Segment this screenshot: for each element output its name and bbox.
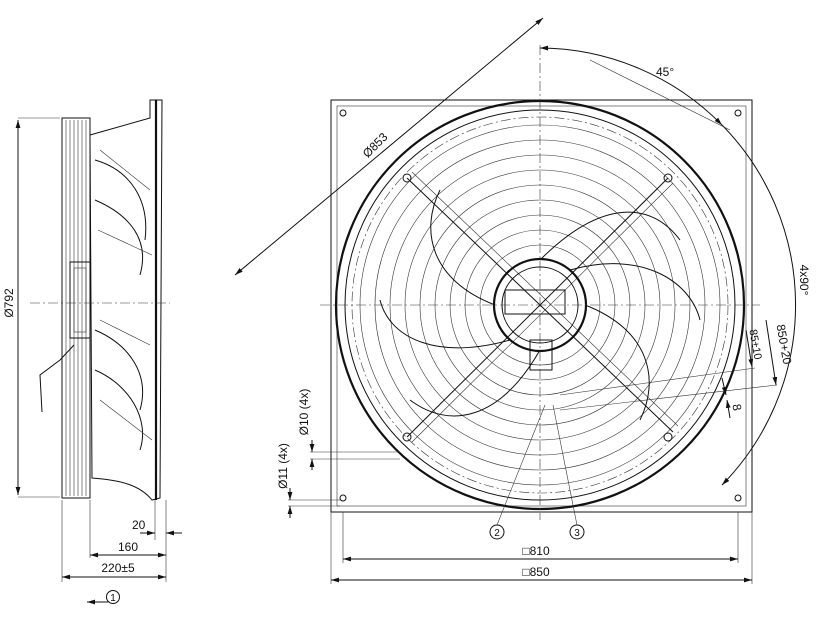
front-view: Ø853 45° 4x90° 850+20 85±10 8 Ø10 (4x) Ø… (234, 17, 811, 584)
hole-11-label: Ø11 (4x) (276, 443, 290, 489)
diameter-792-label: Ø792 (2, 288, 16, 318)
dim-20-label: 20 (132, 518, 146, 532)
dim-160-label: 160 (118, 540, 138, 554)
square-810-label: □810 (522, 544, 550, 558)
dim-8-label: 8 (729, 403, 744, 412)
dim-220-label: 220±5 (101, 561, 135, 575)
hole-10-label: Ø10 (4x) (297, 389, 311, 436)
square-850-label: □850 (522, 565, 550, 579)
dim-85-label: 85±10 (746, 328, 763, 360)
diameter-853-label: Ø853 (360, 130, 391, 161)
angle-4x90-label: 4x90° (797, 265, 811, 296)
angle-45-label: 45° (656, 65, 674, 79)
dim-850-label: 850+20 (774, 323, 795, 366)
side-view: Ø792 20 160 220±5 1 (2, 99, 182, 605)
callout-1: 1 (110, 593, 116, 604)
callout-3: 3 (574, 528, 580, 539)
callout-2: 2 (494, 528, 500, 539)
